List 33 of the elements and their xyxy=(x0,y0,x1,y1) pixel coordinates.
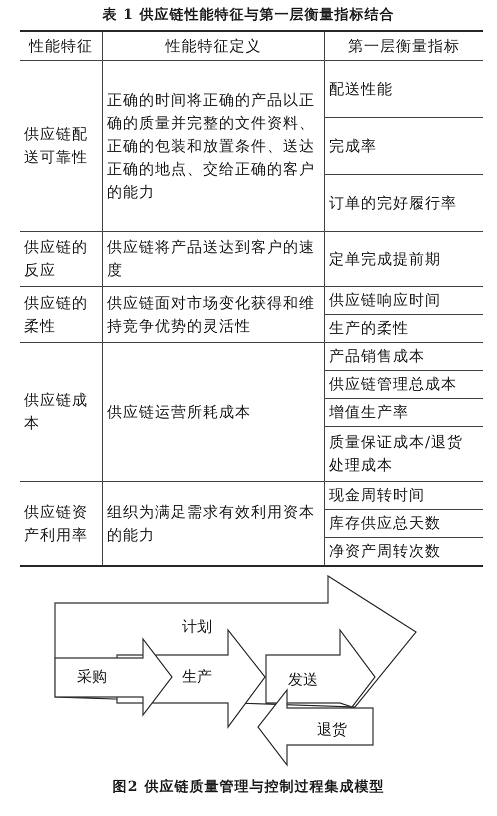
metric-label: 生产的柔性 xyxy=(324,314,483,342)
metric-label: 净资产周转次数 xyxy=(324,538,483,566)
characteristic-label: 供应链成本 xyxy=(20,342,102,482)
arrow-label: 计划 xyxy=(182,618,212,636)
metric-label: 现金周转时间 xyxy=(324,482,483,510)
characteristic-label: 供应链的反应 xyxy=(20,232,102,286)
definition-text: 供应链将产品送达到客户的速度 xyxy=(102,232,324,286)
column-header: 性能特征定义 xyxy=(102,31,324,60)
table-title: 表 1 供应链性能特征与第一层衡量指标结合 xyxy=(101,6,396,24)
column-header: 性能特征 xyxy=(20,31,102,60)
arrow-label: 退货 xyxy=(317,720,347,740)
metric-label: 配送性能 xyxy=(324,60,483,118)
figure-caption: 图2 供应链质量管理与控制过程集成模型 xyxy=(112,778,386,796)
metric-label: 完成率 xyxy=(324,118,483,174)
metric-label: 增值生产率 xyxy=(324,398,483,426)
arrow-label: 发送 xyxy=(288,670,318,690)
metric-label: 库存供应总天数 xyxy=(324,510,483,538)
process-step-shape xyxy=(258,690,373,765)
metric-label: 订单的完好履行率 xyxy=(324,174,483,232)
definition-text: 供应链面对市场变化获得和维持竞争优势的灵活性 xyxy=(102,286,324,342)
characteristic-label: 供应链配送可靠性 xyxy=(20,60,102,232)
metric-label: 产品销售成本 xyxy=(324,342,483,370)
metric-label: 供应链管理总成本 xyxy=(324,370,483,398)
characteristic-label: 供应链的柔性 xyxy=(20,286,102,342)
definition-text: 供应链运营所耗成本 xyxy=(102,342,324,482)
metric-label: 质量保证成本/退货处理成本 xyxy=(324,426,483,482)
arrow-label: 采购 xyxy=(77,668,107,686)
process-step-shape xyxy=(55,639,172,715)
metric-label: 定单完成提前期 xyxy=(324,232,483,286)
metric-label: 供应链响应时间 xyxy=(324,286,483,314)
arrow-label: 生产 xyxy=(182,668,212,686)
definition-text: 正确的时间将正确的产品以正确的质量并完整的文件资料、正确的包装和放置条件、送达正确的地点、交给正确的客户的能力 xyxy=(102,60,324,232)
column-header: 第一层衡量指标 xyxy=(324,31,483,60)
